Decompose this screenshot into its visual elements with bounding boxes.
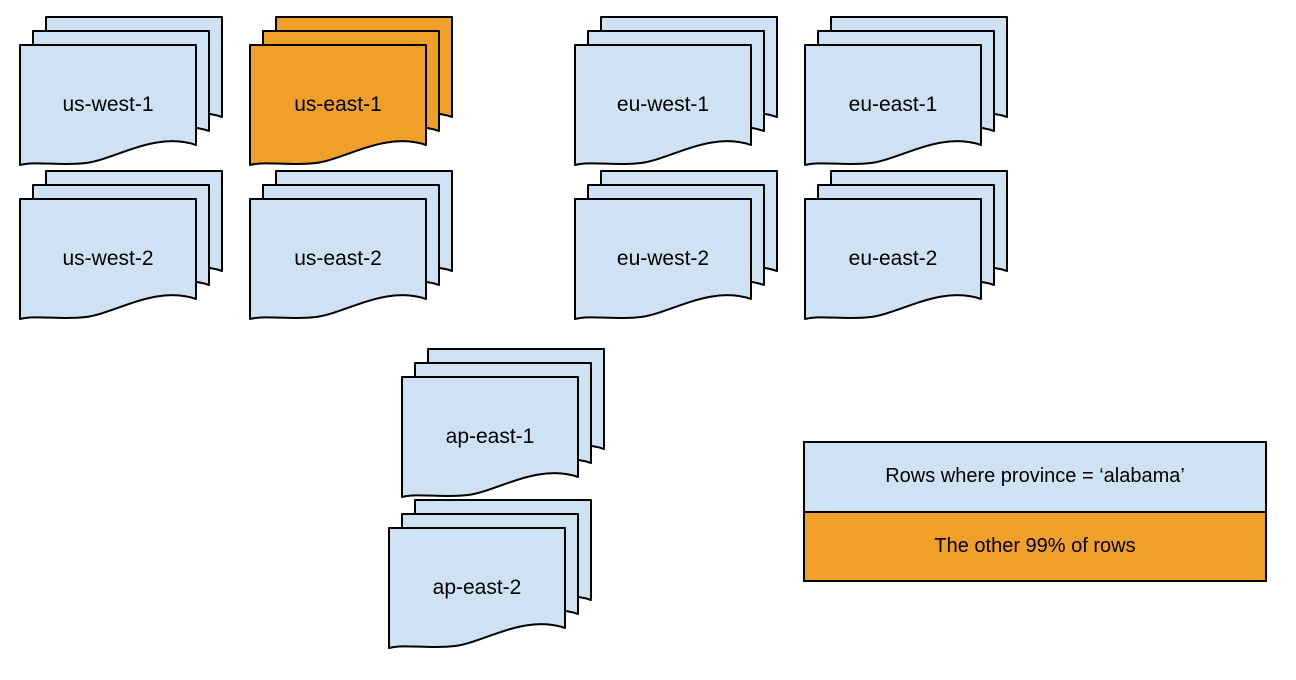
legend-row-alabama: Rows where province = ‘alabama’: [805, 443, 1265, 513]
partition-stack-eu-east-2: eu-east-2: [804, 166, 1014, 326]
document-stack-icon: [574, 170, 778, 320]
document-stack-icon: [574, 16, 778, 166]
legend-row-other: The other 99% of rows: [805, 512, 1265, 580]
document-stack-icon: [249, 16, 453, 166]
document-stack-icon: [804, 170, 1008, 320]
legend: Rows where province = ‘alabama’ The othe…: [803, 441, 1267, 582]
document-stack-icon: [19, 170, 223, 320]
partition-stack-us-west-2: us-west-2: [19, 166, 229, 326]
partition-stack-us-east-1: us-east-1: [249, 12, 459, 172]
document-stack-icon: [249, 170, 453, 320]
partition-stack-ap-east-1: ap-east-1: [401, 344, 611, 504]
partition-stack-eu-east-1: eu-east-1: [804, 12, 1014, 172]
document-stack-icon: [804, 16, 1008, 166]
document-stack-icon: [19, 16, 223, 166]
document-stack-icon: [401, 348, 605, 498]
partition-stack-eu-west-1: eu-west-1: [574, 12, 784, 172]
document-stack-icon: [388, 499, 592, 649]
partition-stack-us-east-2: us-east-2: [249, 166, 459, 326]
partition-stack-eu-west-2: eu-west-2: [574, 166, 784, 326]
partition-stack-ap-east-2: ap-east-2: [388, 495, 598, 655]
legend-other-label: The other 99% of rows: [934, 534, 1136, 557]
partition-stack-us-west-1: us-west-1: [19, 12, 229, 172]
legend-alabama-label: Rows where province = ‘alabama’: [885, 465, 1185, 488]
